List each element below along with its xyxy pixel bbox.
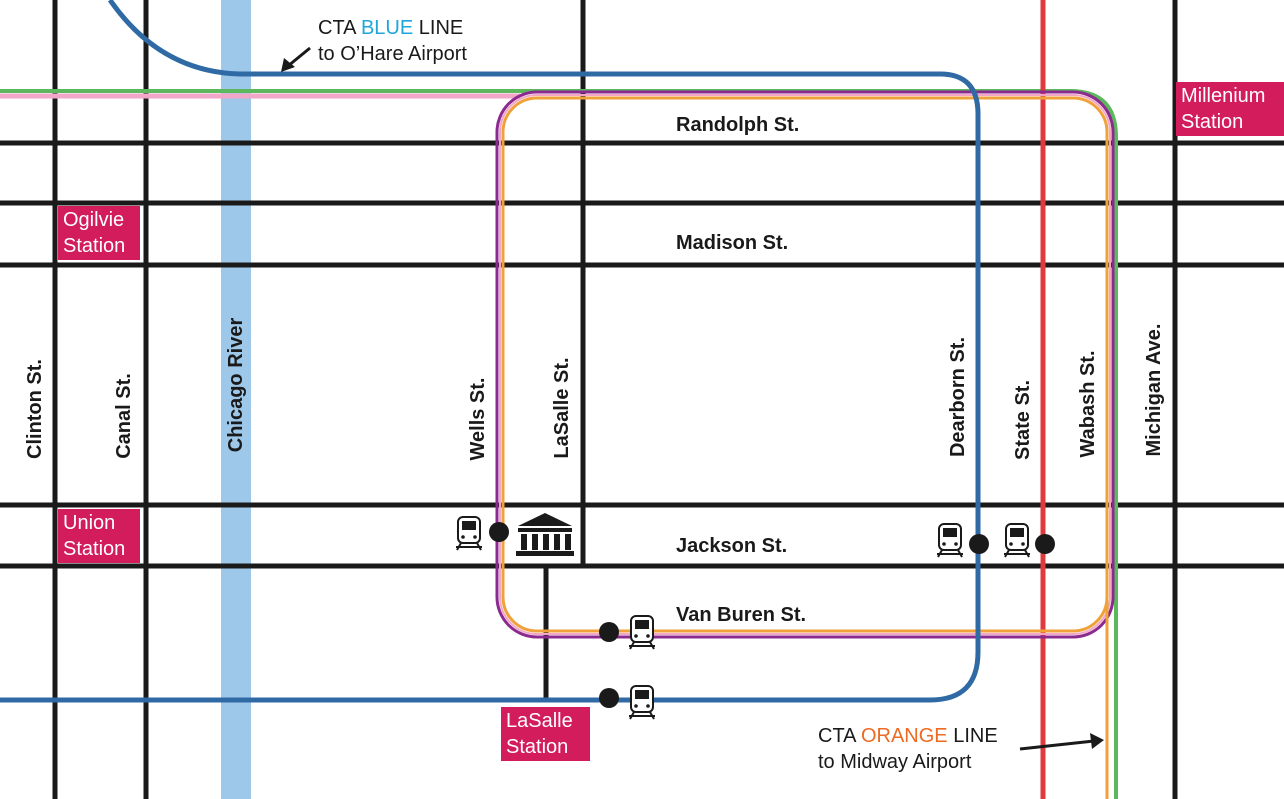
stop-dots [489, 522, 1055, 708]
canal-street-label: Canal St. [113, 373, 135, 459]
chicago-river [221, 0, 251, 799]
stop-dot [1035, 534, 1055, 554]
wells-street-label: Wells St. [467, 377, 489, 461]
train-icon [455, 516, 483, 551]
blue-line-note: CTA BLUE LINE to O’Hare Airport [318, 17, 467, 65]
michigan-avenue-label: Michigan Ave. [1143, 323, 1165, 457]
wabash-street-label: Wabash St. [1077, 350, 1099, 458]
lasalle-street-label: LaSalle St. [551, 357, 573, 459]
train-icon [1003, 523, 1031, 558]
orange-line-name: ORANGE [860, 725, 948, 747]
loop-pink-line [499, 94, 1111, 635]
stop-dot [599, 622, 619, 642]
landmark-building-icon [516, 513, 574, 556]
arrow-icon [1019, 733, 1104, 751]
state-street-label: State St. [1012, 379, 1034, 461]
madison-street-label: Madison St. [676, 232, 789, 254]
loop-purple-line [495, 90, 1115, 639]
train-icon [628, 615, 656, 650]
randolph-street-label: Randolph St. [676, 114, 800, 136]
blue-line-route [0, 0, 981, 703]
van-buren-street-label: Van Buren St. [676, 604, 807, 626]
stop-dot [599, 688, 619, 708]
train-icon [628, 685, 656, 720]
arrow-icon [281, 46, 311, 72]
orange-line-note: CTA ORANGE LINE to Midway Airport [818, 725, 998, 773]
horizontal-streets [0, 140, 1284, 569]
jackson-street-label: Jackson St. [676, 535, 788, 557]
train-icon [936, 523, 964, 558]
chicago-river-label: Chicago River [225, 317, 247, 453]
loop-orange-line [501, 96, 1109, 633]
clinton-street-label: Clinton St. [24, 359, 46, 459]
stop-dot [489, 522, 509, 542]
stop-dot [969, 534, 989, 554]
dearborn-street-label: Dearborn St. [947, 336, 969, 458]
blue-line-name: BLUE [360, 17, 414, 39]
